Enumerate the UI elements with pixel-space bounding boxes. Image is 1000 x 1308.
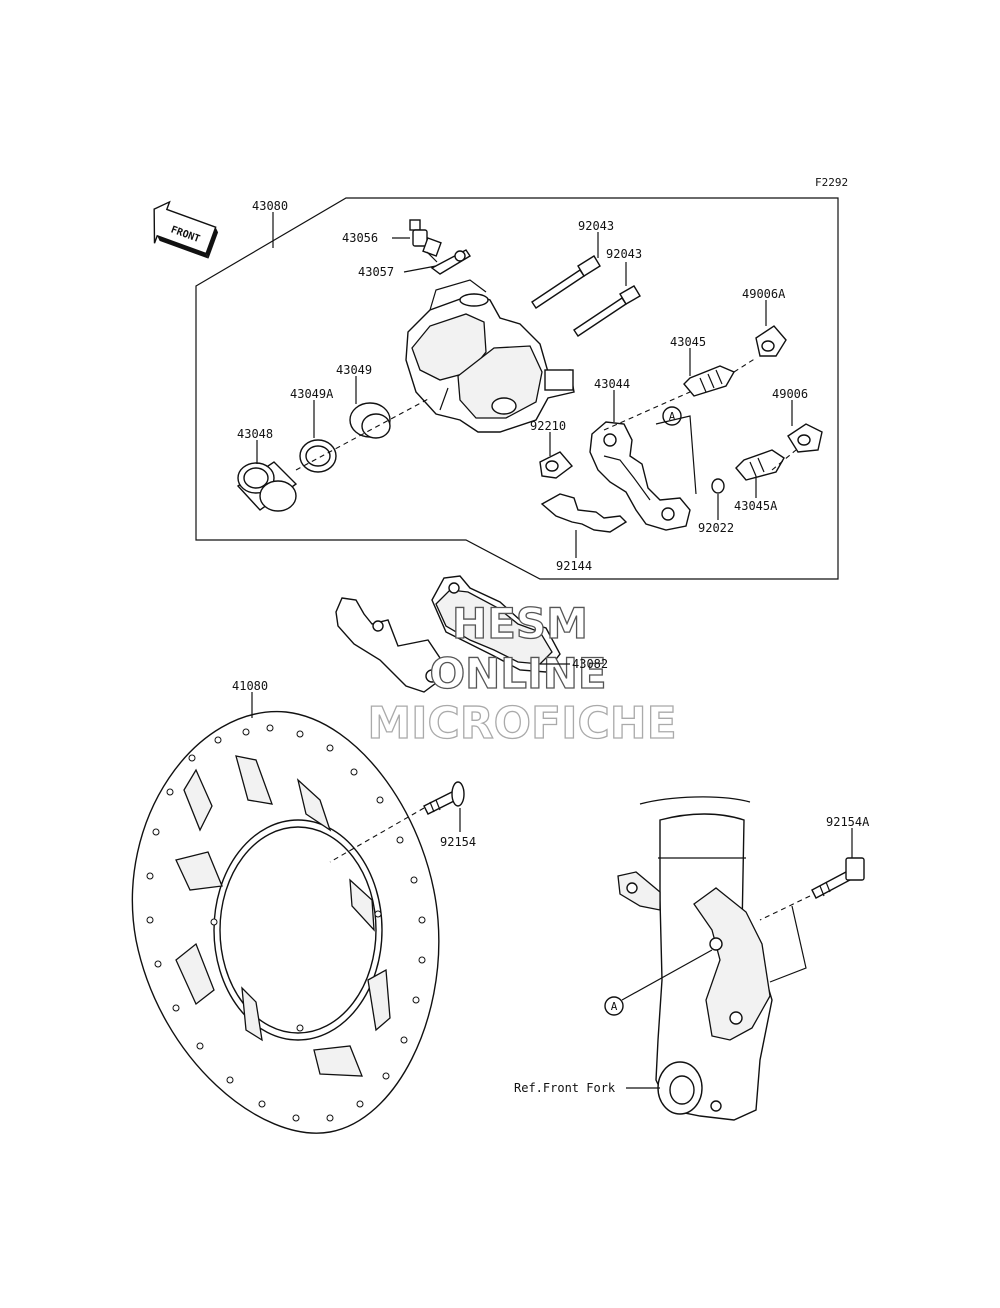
callout-a-bottom: A xyxy=(604,949,713,1016)
caliper-kit-outline xyxy=(195,197,839,580)
piston xyxy=(236,461,298,512)
caliper-body xyxy=(405,279,575,433)
label-43048: 43048 xyxy=(237,427,273,441)
label-43049a: 43049A xyxy=(290,387,334,401)
watermark-line3: MICROFICHE xyxy=(367,698,676,749)
leader-bracket-fork xyxy=(769,905,807,983)
assembly-line-fork-bolt xyxy=(759,895,811,921)
label-43045: 43045 xyxy=(670,335,706,349)
svg-text:A: A xyxy=(669,410,676,423)
assembly-line-piston xyxy=(295,397,431,471)
brake-pad-1 xyxy=(335,597,441,693)
slide-pin-a xyxy=(735,449,785,481)
brake-disc xyxy=(131,711,440,1134)
fork-bolt xyxy=(811,857,865,899)
dust-boot xyxy=(787,423,823,453)
front-fork xyxy=(617,796,773,1121)
label-92043-b: 92043 xyxy=(606,247,642,261)
guide-bolt-1 xyxy=(531,255,601,309)
label-49006: 49006 xyxy=(772,387,808,401)
label-92022: 92022 xyxy=(698,521,734,535)
label-ref-front-fork: Ref.Front Fork xyxy=(514,1081,616,1095)
label-49006a: 49006A xyxy=(742,287,786,301)
piston-seal xyxy=(349,402,391,439)
label-43057: 43057 xyxy=(358,265,394,279)
watermark-line2: ONLINE xyxy=(429,649,606,698)
pad-spring xyxy=(540,493,628,533)
disc-bolt xyxy=(423,781,465,815)
circlip xyxy=(711,478,725,494)
slide-pin xyxy=(683,365,735,397)
dust-boot-a xyxy=(755,325,787,357)
caliper-bracket xyxy=(589,421,691,531)
label-43045a: 43045A xyxy=(734,499,778,513)
callout-a-top: A xyxy=(655,406,697,495)
assembly-line-boot-a xyxy=(733,357,757,373)
watermark-line1: HESM xyxy=(452,599,588,648)
sleeve xyxy=(539,451,574,479)
figure-code: F2292 xyxy=(815,176,848,189)
label-92144: 92144 xyxy=(556,559,592,573)
label-43056: 43056 xyxy=(342,231,378,245)
front-arrow-icon: FRONT xyxy=(153,200,219,259)
svg-text:A: A xyxy=(611,1000,618,1013)
label-41080: 41080 xyxy=(232,679,268,693)
label-43044: 43044 xyxy=(594,377,630,391)
label-92043-a: 92043 xyxy=(578,219,614,233)
assembly-line-disc-bolt xyxy=(329,807,425,863)
label-43049: 43049 xyxy=(336,363,372,377)
label-92210: 92210 xyxy=(530,419,566,433)
bleeder-valve xyxy=(409,219,442,263)
leader-lines xyxy=(251,212,853,1089)
guide-bolt-2 xyxy=(573,285,641,337)
label-92154a: 92154A xyxy=(826,815,870,829)
assembly-line-pin xyxy=(603,391,691,431)
label-43080: 43080 xyxy=(252,199,288,213)
label-43082: 43082 xyxy=(572,657,608,671)
dust-seal xyxy=(299,439,337,473)
label-92154: 92154 xyxy=(440,835,476,849)
brake-pad-2 xyxy=(431,575,561,673)
